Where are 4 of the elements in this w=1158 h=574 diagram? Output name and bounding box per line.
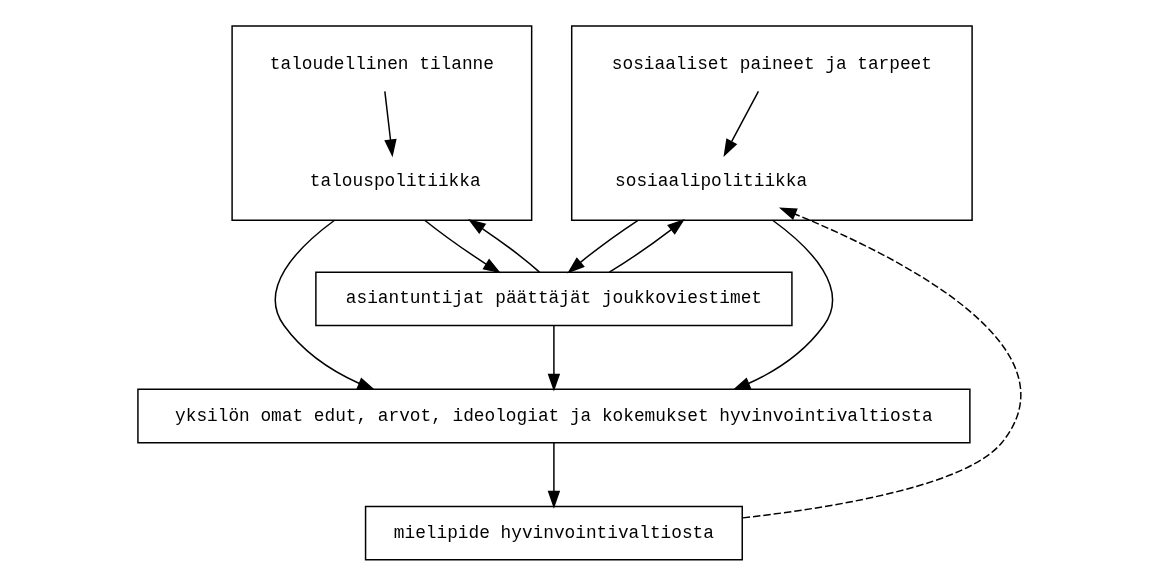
- node-text: taloudellinen tilanne: [269, 54, 494, 75]
- node-text: sosiaalipolitiikka: [614, 171, 807, 192]
- node-text: talouspolitiikka: [309, 171, 481, 192]
- node-text: sosiaaliset paineet ja tarpeet: [611, 54, 932, 75]
